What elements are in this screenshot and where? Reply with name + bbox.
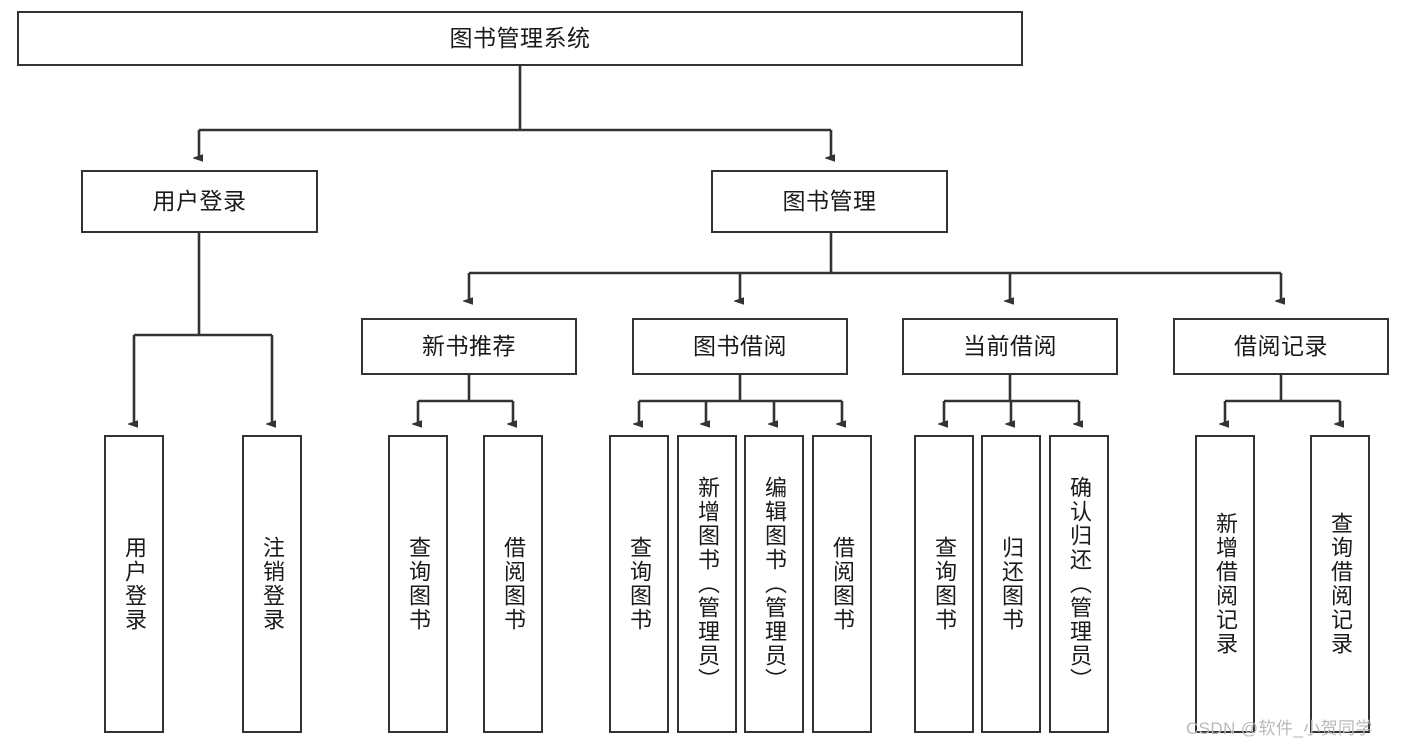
leaf-book-borrow-borrow-book[interactable]: 借阅图书 <box>812 435 872 733</box>
leaf-user-login-login[interactable]: 用户登录 <box>104 435 164 733</box>
node-label: 用户登录 <box>152 187 247 214</box>
leaf-borrow-record-query-record[interactable]: 查询借阅记录 <box>1310 435 1370 733</box>
node-label: 查询借阅记录 <box>1327 512 1353 656</box>
leaf-new-book-query-book[interactable]: 查询图书 <box>388 435 448 733</box>
node-label: 查询图书 <box>931 536 957 632</box>
leaf-user-login-logout[interactable]: 注销登录 <box>242 435 302 733</box>
node-book-management[interactable]: 图书管理 <box>711 170 948 233</box>
csdn-watermark: CSDN @软件_小贺同学 <box>1186 719 1373 738</box>
node-label: 查询图书 <box>626 536 652 632</box>
leaf-borrow-record-add-record[interactable]: 新增借阅记录 <box>1195 435 1255 733</box>
leaf-current-borrow-confirm-return-admin[interactable]: 确认归还（管理员） <box>1049 435 1109 733</box>
node-label: 编辑图书（管理员） <box>761 476 787 692</box>
node-label: 新增图书（管理员） <box>694 476 720 692</box>
node-label: 确认归还（管理员） <box>1066 476 1092 692</box>
node-label: 借阅图书 <box>500 536 526 632</box>
node-label: 当前借阅 <box>963 332 1057 359</box>
node-label: 查询图书 <box>405 536 431 632</box>
node-borrow-record[interactable]: 借阅记录 <box>1173 318 1389 375</box>
leaf-current-borrow-return-book[interactable]: 归还图书 <box>981 435 1041 733</box>
leaf-book-borrow-add-book-admin[interactable]: 新增图书（管理员） <box>677 435 737 733</box>
node-book-borrow[interactable]: 图书借阅 <box>632 318 848 375</box>
node-current-borrow[interactable]: 当前借阅 <box>902 318 1118 375</box>
leaf-current-borrow-query-book[interactable]: 查询图书 <box>914 435 974 733</box>
leaf-book-borrow-query-book[interactable]: 查询图书 <box>609 435 669 733</box>
node-label: 借阅记录 <box>1234 332 1328 359</box>
leaf-new-book-borrow-book[interactable]: 借阅图书 <box>483 435 543 733</box>
node-root-book-management-system[interactable]: 图书管理系统 <box>17 11 1023 66</box>
node-label: 新书推荐 <box>422 332 516 359</box>
node-label: 图书管理 <box>782 187 877 214</box>
node-label: 用户登录 <box>121 536 147 632</box>
leaf-book-borrow-edit-book-admin[interactable]: 编辑图书（管理员） <box>744 435 804 733</box>
node-label: 新增借阅记录 <box>1212 512 1238 656</box>
node-label: 注销登录 <box>259 536 285 632</box>
node-label: 图书借阅 <box>693 332 787 359</box>
node-label: 归还图书 <box>998 536 1024 632</box>
node-new-book-recommend[interactable]: 新书推荐 <box>361 318 577 375</box>
node-label: 图书管理系统 <box>449 24 591 51</box>
node-user-login[interactable]: 用户登录 <box>81 170 318 233</box>
node-label: 借阅图书 <box>829 536 855 632</box>
